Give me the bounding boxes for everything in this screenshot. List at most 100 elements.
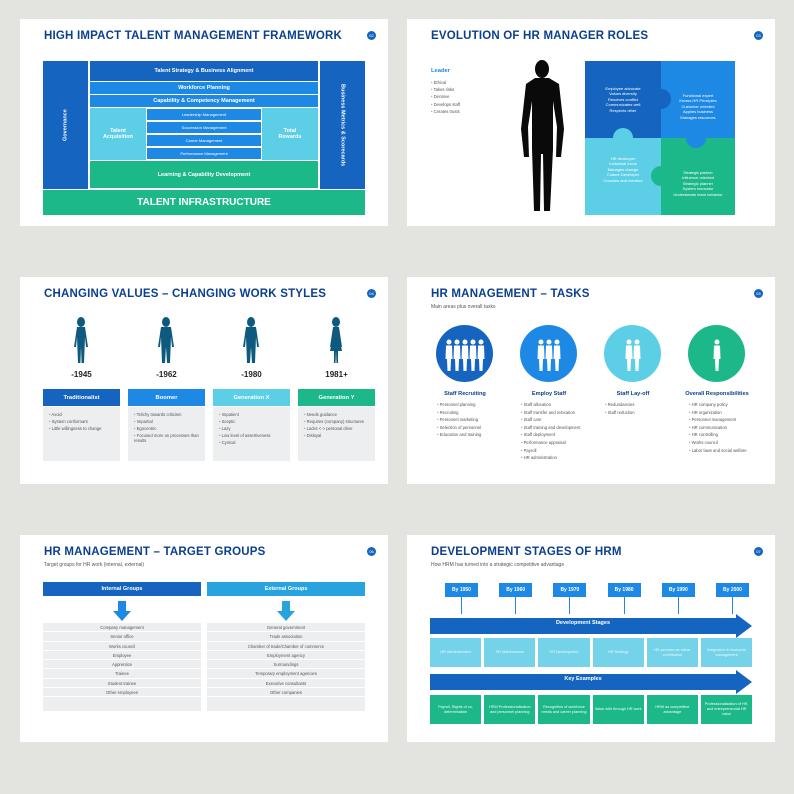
total-rewards-box: Total Rewards <box>262 108 318 160</box>
list-item: Other employees <box>43 688 201 698</box>
task-column-title: Employ Staff <box>531 391 567 397</box>
list-item: Lacks <-> personal drive <box>304 426 369 431</box>
list-item: Personnel management <box>689 416 763 424</box>
list-item: Focused more on processes than results <box>134 433 199 444</box>
example-cell: Value with through HR work <box>592 695 644 724</box>
list-item: Impartial <box>134 419 199 424</box>
list-item: Cynical <box>219 440 284 445</box>
slide-work-styles[interactable]: CHANGING VALUES – CHANGING WORK STYLES 0… <box>20 277 388 484</box>
example-cell: HRM Professionalization and personnel pl… <box>484 695 536 724</box>
internal-groups-header: Internal Groups <box>43 582 201 596</box>
people-group-icon <box>520 325 577 382</box>
page-number: 06 <box>367 547 376 556</box>
generation-traits: Needs guidanceRequires (company) structu… <box>298 407 375 461</box>
list-item: Works council <box>689 439 763 447</box>
list-item: Selection of personnel <box>437 424 511 432</box>
list-item: Education and training <box>437 431 511 439</box>
timeline-connector <box>461 597 462 614</box>
slide-title: CHANGING VALUES – CHANGING WORK STYLES <box>44 288 327 300</box>
leadership-box: Leadership Management <box>147 109 261 120</box>
examples-arrow <box>430 670 752 694</box>
stage-cell: HR Strategy <box>592 638 644 667</box>
list-item: Impatient <box>219 412 284 417</box>
generation-name: Generation Y <box>298 389 375 406</box>
list-item: Egocentric <box>134 426 199 431</box>
generation-year: -1962 <box>156 370 177 379</box>
list-item: Surroundings <box>207 660 365 670</box>
decade-label: By 1960 <box>499 583 533 597</box>
decade-label: By 2000 <box>716 583 749 597</box>
list-item: Labor laws and social welfare <box>689 447 763 455</box>
businessman-silhouette-icon <box>521 60 564 211</box>
stages-label: Development Stages <box>555 620 611 626</box>
stage-cell: HR Maintenance <box>484 638 536 667</box>
list-item: Other companies <box>207 688 365 698</box>
timeline-connector <box>515 597 517 614</box>
decade-label: By 1950 <box>445 583 478 597</box>
list-item: Senior office <box>43 632 201 642</box>
example-cell: Professionalization of HR, and entrepren… <box>701 695 753 724</box>
workforce-bar: Workforce Planning <box>90 82 318 94</box>
list-item: Creates trusts <box>431 108 460 115</box>
example-cell: Payroll, Rights of co-determination <box>430 695 482 724</box>
slide-target-groups[interactable]: HR MANAGEMENT – TARGET GROUPS Target gro… <box>20 535 388 742</box>
list-item: Develops staff <box>431 101 460 108</box>
learning-bar: Learning & Capability Development <box>90 161 318 188</box>
generation-name: Generation X <box>213 389 290 406</box>
list-item: HR controlling <box>689 431 763 439</box>
list-item: Works council <box>43 642 201 651</box>
slide-title: HIGH IMPACT TALENT MANAGEMENT FRAMEWORK <box>44 30 343 42</box>
list-item: Company management <box>43 623 201 633</box>
decade-label: By 1990 <box>661 583 695 597</box>
generation-year: -1945 <box>71 370 92 379</box>
list-item: Recruiting <box>437 409 511 417</box>
page-number: 03 <box>754 31 763 40</box>
stage-cell: HR Development <box>538 638 590 667</box>
list-item: Performance appraisal <box>521 439 595 447</box>
list-item: Staff reduction <box>605 409 679 417</box>
list-item: Student trainee <box>43 679 201 689</box>
infrastructure-bar: TALENT INFRASTRUCTURE <box>43 190 365 215</box>
list-item: Avoid <box>49 412 114 417</box>
list-item: Requires (company) structures <box>304 419 369 424</box>
metrics-bar: Business Metrics & Scorecards <box>320 61 365 189</box>
generation-name: Traditionalist <box>43 389 120 406</box>
list-item: Chamber of trade/Chamber of commerce <box>207 642 365 651</box>
page-number: 04 <box>367 289 376 298</box>
task-list: RedundanciesStaff reduction <box>605 401 679 416</box>
decade-label: By 1980 <box>607 583 641 597</box>
list-item: Trade association <box>207 632 365 642</box>
task-column-title: Staff Recruiting <box>444 391 486 397</box>
generation-traits: AvoidSystem conformantLittle willingness… <box>43 407 120 461</box>
list-item: Personnel planning <box>437 401 511 409</box>
slide-hr-roles[interactable]: EVOLUTION OF HR MANAGER ROLES 03 Leader … <box>407 19 775 226</box>
slide-hr-tasks[interactable]: HR MANAGEMENT – TASKS Main areas plus ov… <box>407 277 775 484</box>
governance-bar: Governance <box>43 61 88 189</box>
slide-talent-framework[interactable]: HIGH IMPACT TALENT MANAGEMENT FRAMEWORK … <box>20 19 388 226</box>
timeline-connector <box>677 597 679 614</box>
generation-year: -1980 <box>241 370 262 379</box>
list-item: Payroll <box>521 447 595 455</box>
slide-title: HR MANAGEMENT – TARGET GROUPS <box>44 546 266 558</box>
list-item: HR communication <box>689 424 763 432</box>
example-cell: Recognition of workforce needs and caree… <box>538 695 590 724</box>
strategy-bar: Talent Strategy & Business Alignment <box>90 61 318 81</box>
generation-traits: ImpatientScepticLazyLow level of asserti… <box>213 407 290 461</box>
person-silhouette-icon <box>328 317 345 363</box>
puzzle-knob <box>686 128 706 148</box>
stage-cell: HR-services as value-contribution <box>646 638 698 667</box>
list-item: Employment agency <box>207 651 365 661</box>
list-item: HR organization <box>689 409 763 417</box>
slide-hrm-stages[interactable]: DEVELOPMENT STAGES OF HRM How HRM has tu… <box>407 535 775 742</box>
list-item: Needs guidance <box>304 412 369 417</box>
examples-label: Key Examples <box>564 676 602 682</box>
slide-subtitle: Target groups for HR work (internal, ext… <box>44 562 145 568</box>
stage-cell: HR Administration <box>430 638 482 667</box>
arrow-down-icon <box>113 601 131 621</box>
page-number: 05 <box>754 289 763 298</box>
list-item: Decisive <box>431 93 460 100</box>
